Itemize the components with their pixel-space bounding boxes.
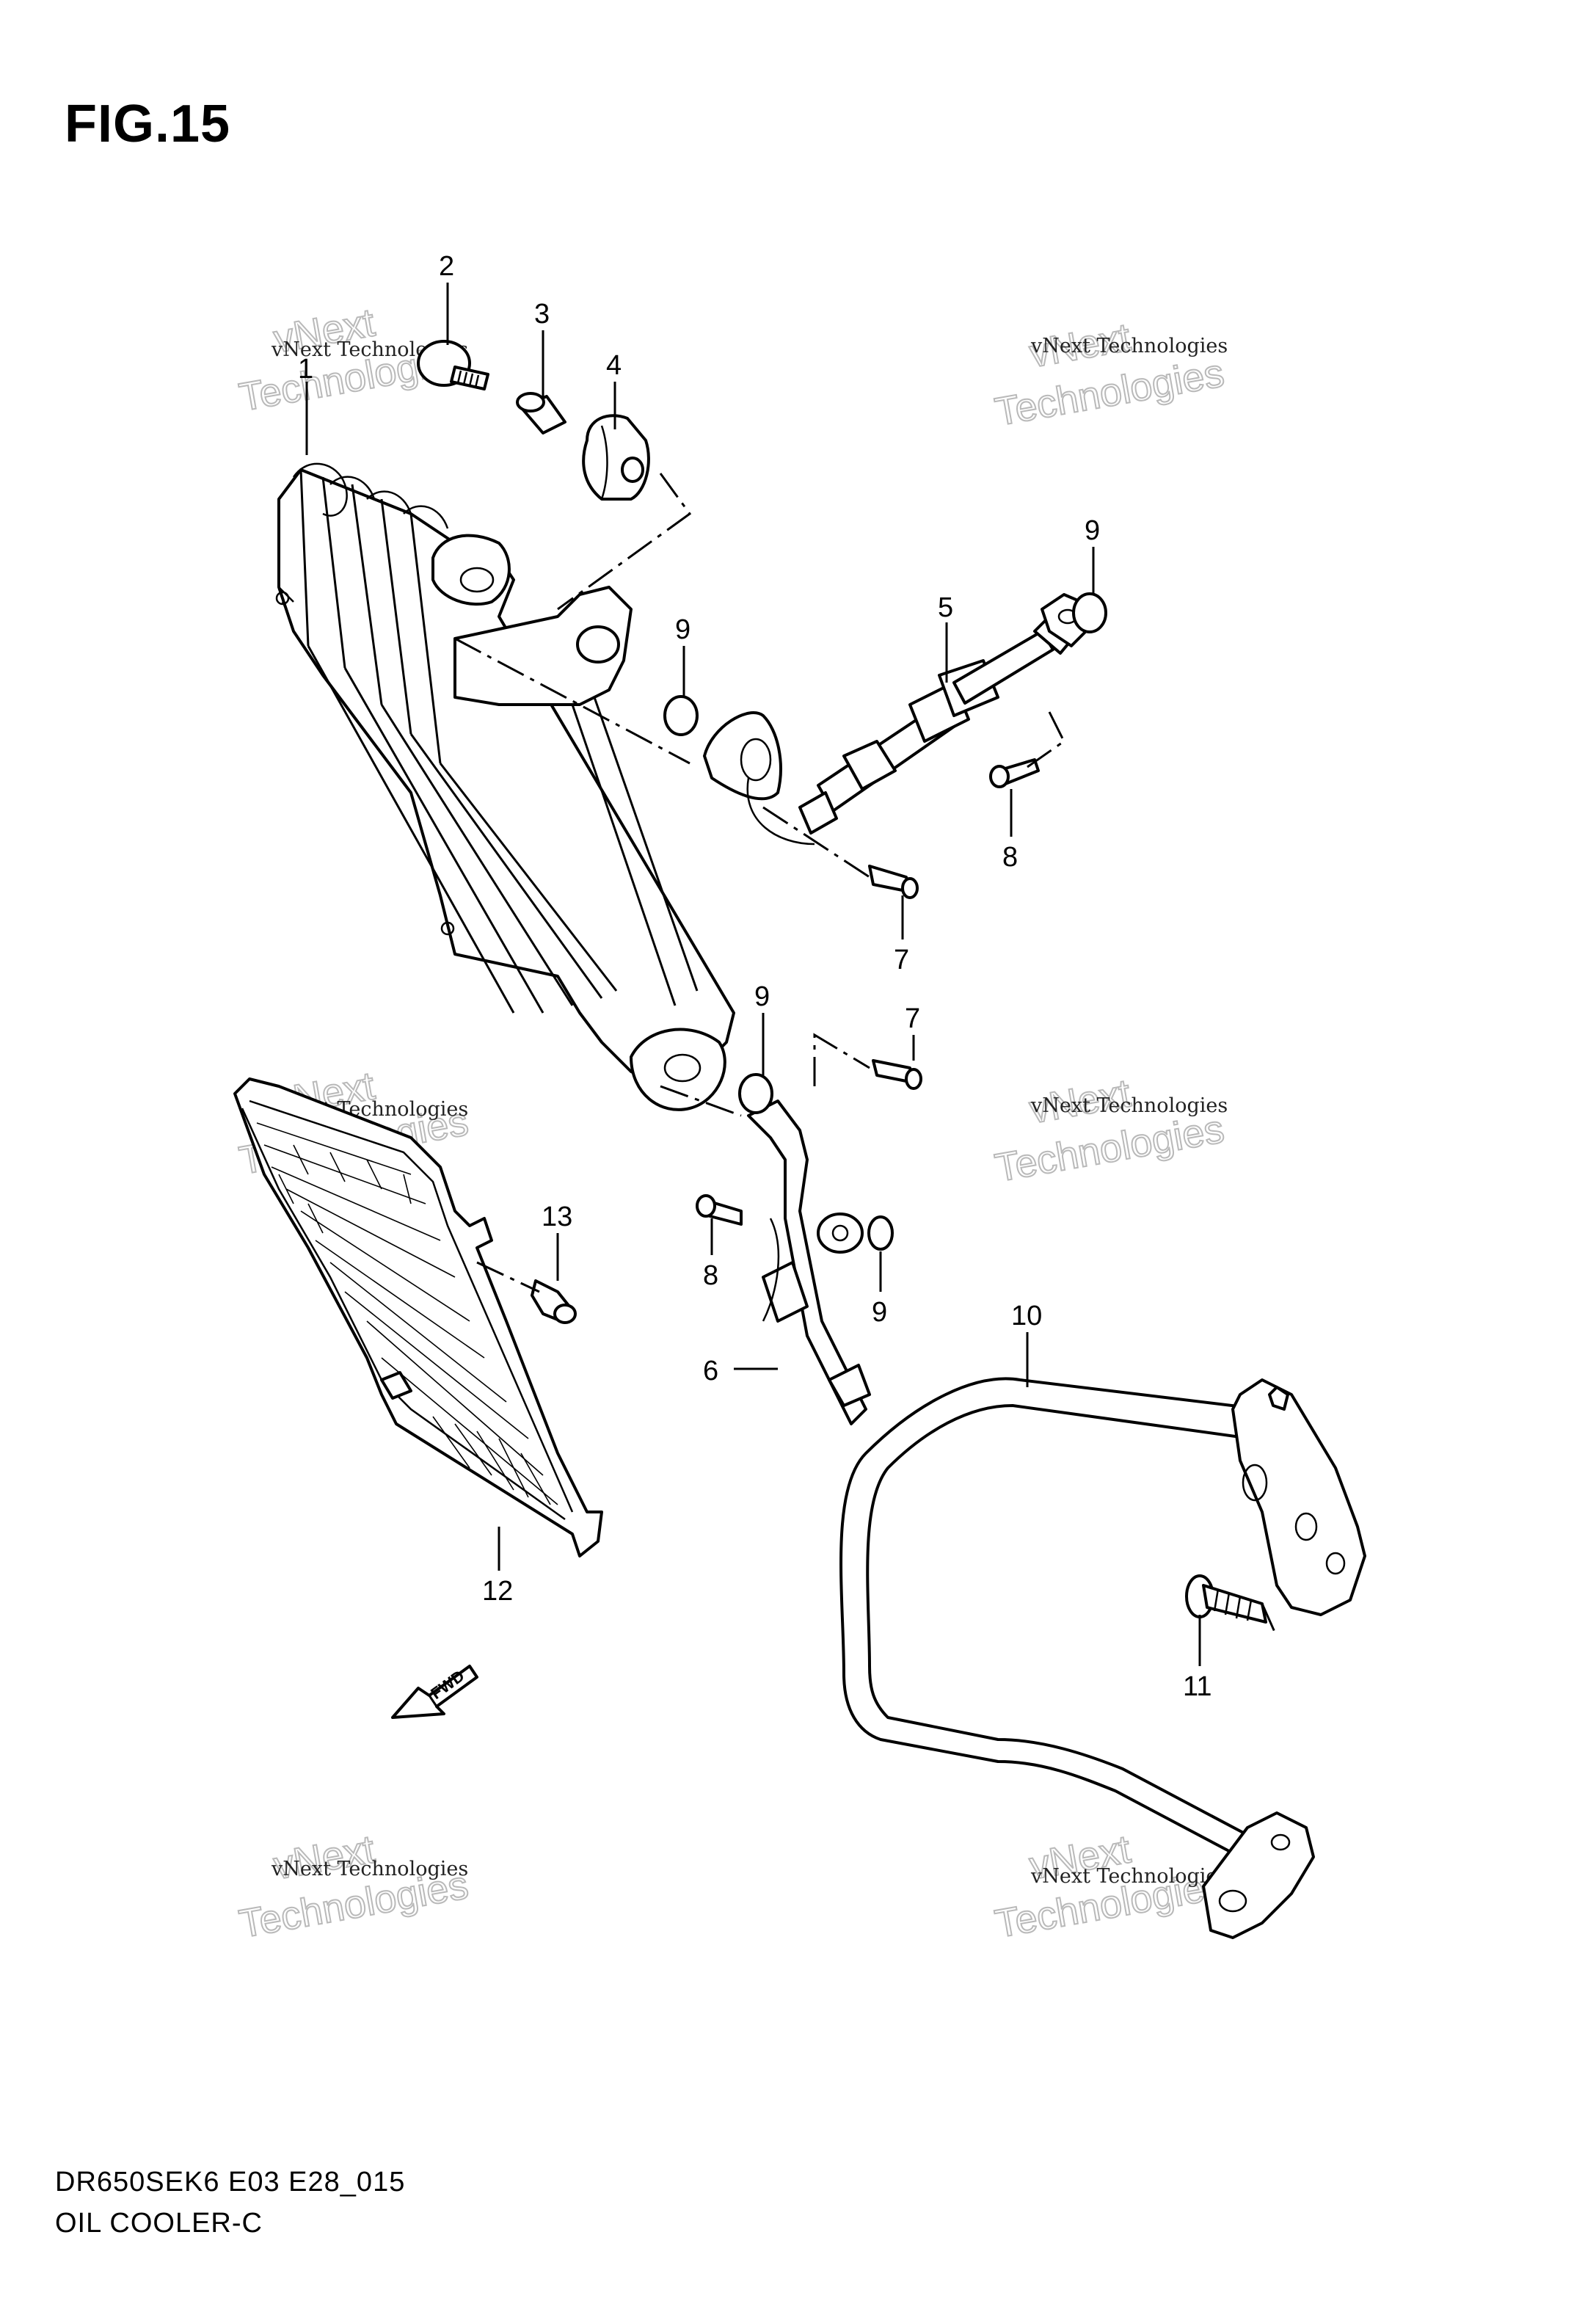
o-ring-a (1072, 592, 1107, 633)
collar (516, 392, 566, 435)
fwd-arrow: FWD (391, 1665, 478, 1719)
bolt-8-lower (696, 1194, 743, 1226)
watermark-top-right: vNext Technologies (991, 314, 1228, 435)
callout-9-b: 9 (675, 614, 690, 645)
bolt-with-washer (417, 340, 489, 390)
callout-8-lower: 8 (703, 1260, 718, 1291)
callout-11: 11 (1183, 1671, 1211, 1702)
watermark-small: vNext Technologies (1030, 1094, 1228, 1117)
callout-9-a: 9 (1085, 515, 1100, 546)
o-ring-d (867, 1215, 894, 1251)
lower-oil-hose (747, 1099, 871, 1425)
cooler-guard (233, 1077, 603, 1557)
bolt-13 (531, 1279, 577, 1324)
callout-5: 5 (938, 592, 953, 623)
callout-9-d: 9 (872, 1297, 887, 1328)
callout-labels: 1 2 3 4 5 6 7 7 8 8 9 9 9 9 10 11 12 13 (298, 251, 1211, 1702)
watermark-small: vNext Technologies (1030, 335, 1228, 357)
model-code: DR650SEK6 E03 E28_015 (55, 2167, 406, 2198)
hose-flange (703, 711, 782, 801)
bolt-7-upper (868, 865, 919, 899)
o-rings (663, 592, 1107, 1251)
o-ring-b (663, 695, 699, 736)
oil-cooler-core (275, 462, 735, 1111)
callout-12: 12 (482, 1576, 513, 1607)
watermark-mid-right: vNext Technologies (991, 1070, 1228, 1190)
callout-2: 2 (439, 251, 454, 282)
flange-bolt (1185, 1574, 1267, 1624)
callout-9-c: 9 (754, 981, 770, 1012)
callout-8-upper: 8 (1002, 842, 1018, 873)
callout-7-upper: 7 (894, 945, 909, 975)
watermark-big-line2: Technologies (992, 1107, 1228, 1190)
grommet (582, 414, 650, 501)
callout-1: 1 (298, 354, 313, 385)
o-ring-c (738, 1073, 773, 1114)
callout-13: 13 (542, 1202, 572, 1232)
figure-title: FIG.15 (65, 95, 231, 153)
bolt-7-lower (872, 1059, 922, 1090)
assembly-lines (454, 473, 1278, 1637)
diagram-name: OIL COOLER-C (55, 2208, 263, 2239)
guard-frame (839, 1377, 1366, 1939)
upper-oil-hose (798, 593, 1091, 835)
callout-10: 10 (1011, 1301, 1042, 1331)
watermark-big-line2: Technologies (992, 351, 1228, 435)
callout-7-lower: 7 (905, 1003, 920, 1034)
callout-3: 3 (534, 299, 550, 330)
watermark-small: vNext Technologies (271, 1858, 468, 1880)
watermark-small: vNext Technologies (1030, 1865, 1228, 1888)
callout-4: 4 (606, 350, 622, 381)
callout-6: 6 (703, 1356, 718, 1386)
leader-lines (305, 283, 1201, 1666)
